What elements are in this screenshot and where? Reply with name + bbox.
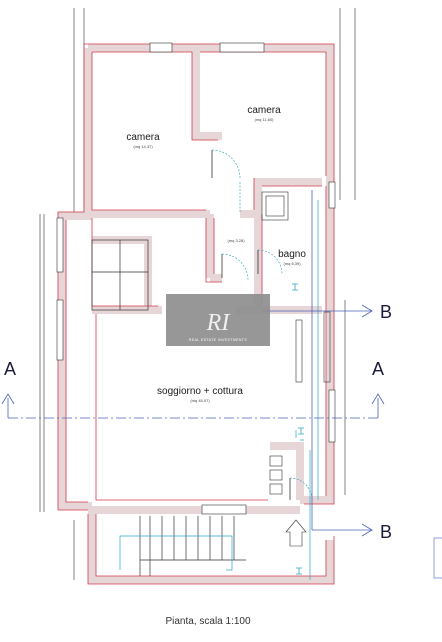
- windows: [56, 42, 336, 515]
- scale-caption: Pianta, scala 1:100: [165, 616, 250, 627]
- plumbing: [119, 200, 319, 580]
- door-leaves: [211, 150, 291, 500]
- room-area-bathroom: (mq 6,39): [283, 261, 301, 266]
- section-label-a-right: A: [372, 359, 384, 379]
- section-line-b: [262, 190, 373, 537]
- fixtures: [261, 191, 331, 547]
- room-name-living: soggiorno + cottura: [157, 386, 243, 397]
- watermark: RI REAL ESTATE INVESTMENTS: [166, 294, 270, 346]
- watermark-mark: RI: [206, 310, 231, 336]
- room-area-living: (mq 45,07): [190, 398, 210, 403]
- door-swings: [211, 149, 313, 501]
- section-label-b-top: B: [380, 302, 392, 322]
- room-area-bedroom-left: (mq 14,37): [133, 144, 153, 149]
- drain-symbols: [292, 283, 304, 575]
- section-label-a-left: A: [4, 359, 16, 379]
- room-area-hall: (mq 3,28): [227, 238, 245, 243]
- stair: [91, 239, 246, 576]
- room-area-bedroom-right: (mq 11,60): [254, 117, 274, 122]
- room-name-bedroom-right: camera: [247, 105, 281, 116]
- room-name-bedroom-left: camera: [126, 132, 160, 143]
- watermark-text: REAL ESTATE INVESTMENTS: [189, 338, 247, 342]
- room-name-bathroom: bagno: [278, 249, 306, 260]
- section-label-b-bottom: B: [380, 522, 392, 542]
- edge-fragment: [433, 537, 442, 579]
- construction-lines: [39, 8, 356, 580]
- section-line-a: [1, 393, 385, 419]
